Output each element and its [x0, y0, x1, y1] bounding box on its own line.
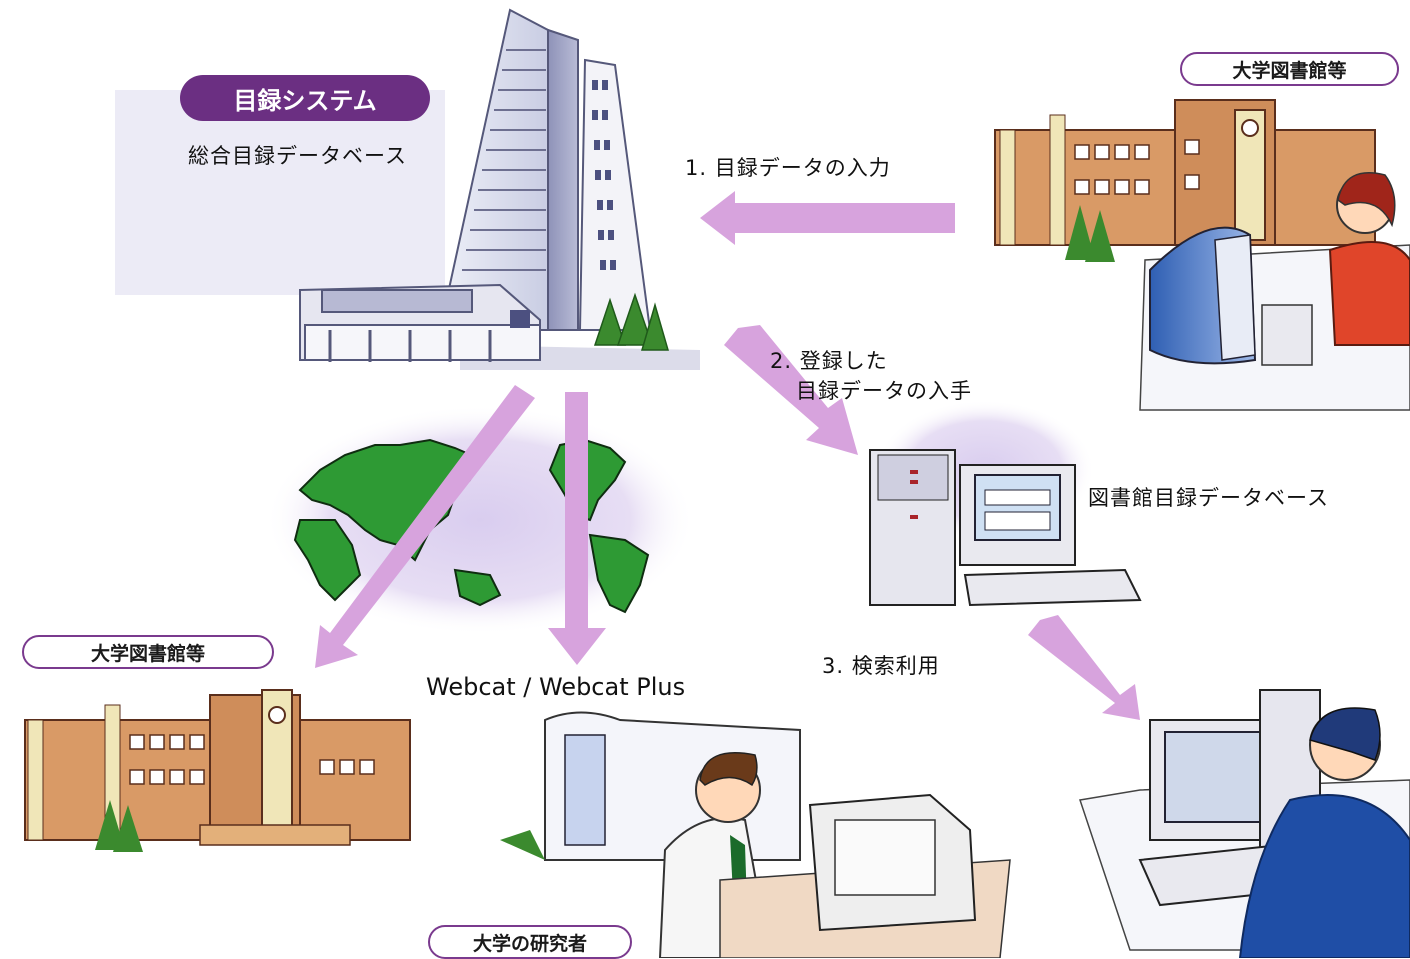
step2-label-line2: 目録データの入手: [796, 379, 972, 403]
researcher-illustration: [500, 711, 1011, 958]
arrow-step1: [700, 191, 955, 245]
catalog-database-label: 総合目録データベース: [188, 144, 407, 168]
step2-label-line1: 2. 登録した: [770, 349, 888, 373]
end-user-illustration: [1079, 689, 1410, 958]
world-map-illustration: [293, 438, 650, 614]
local-database-label: 図書館目録データベース: [1088, 486, 1329, 510]
step1-label: 1. 目録データの入力: [685, 156, 891, 180]
step3-label: 3. 検索利用: [822, 654, 940, 678]
librarian-illustration: [1139, 172, 1410, 411]
local-database-computer: [869, 449, 1142, 607]
arrow-to-researcher: [548, 392, 606, 665]
library-building-top-right: [994, 99, 1376, 262]
catalog-system-panel: [115, 90, 445, 295]
arrow-to-bottom-left: [315, 385, 535, 668]
library-label-bottom-left: 大学図書館等: [22, 635, 274, 669]
researcher-label: 大学の研究者: [428, 925, 632, 959]
catalog-system-badge: 目録システム: [180, 75, 430, 121]
catalog-system-building: [299, 8, 700, 370]
webcat-label: Webcat / Webcat Plus: [426, 673, 686, 701]
arrow-step3: [1028, 615, 1140, 720]
library-building-bottom-left: [24, 689, 411, 852]
library-label-top-right: 大学図書館等: [1180, 52, 1399, 86]
arrow-step2: [724, 325, 858, 455]
